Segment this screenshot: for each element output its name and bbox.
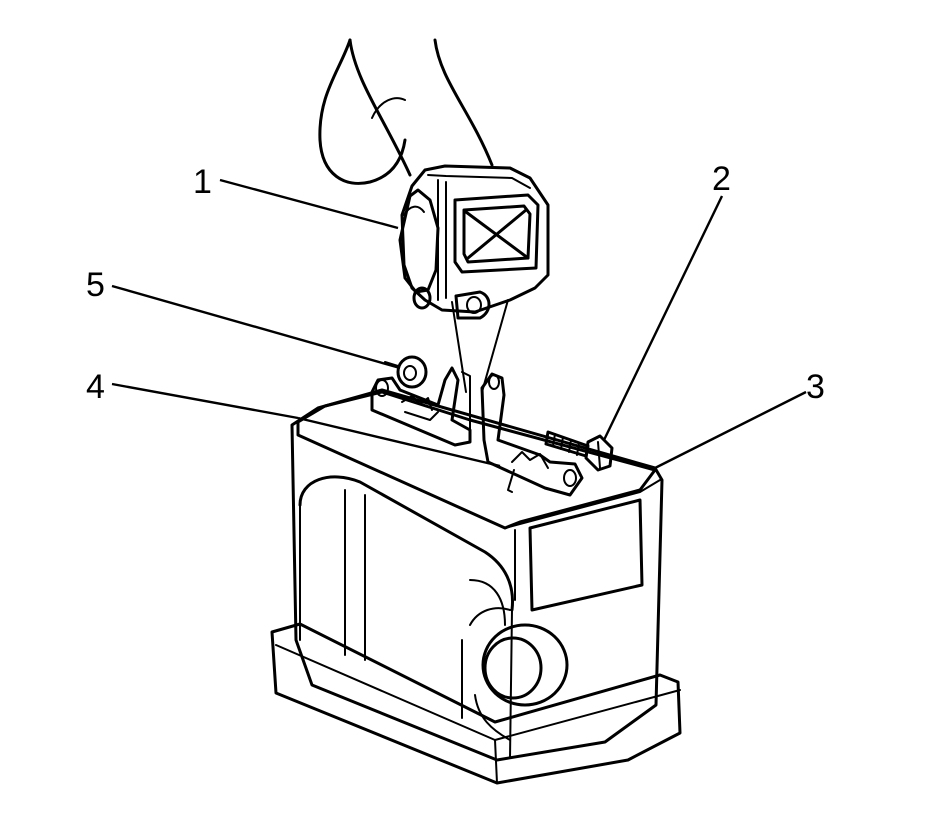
base-plinth: [270, 622, 682, 785]
callout-labels: 1 2 3 4 5: [86, 160, 825, 406]
leader-line-2: [602, 195, 724, 441]
callout-4: 4: [86, 368, 105, 406]
leader-line-4b: [297, 416, 501, 468]
callout-3: 3: [806, 368, 825, 406]
base-knob-inner: [483, 636, 543, 700]
spacer-washer: [384, 355, 428, 389]
leader-line-1: [219, 178, 399, 230]
mounting-bracket: [370, 366, 584, 497]
callout-5: 5: [86, 266, 105, 304]
base-side-panel: [528, 498, 644, 612]
belt-webbing: [318, 38, 494, 185]
seat-belt-buckle: [398, 164, 550, 393]
leader-line-5: [111, 284, 401, 370]
seat-base-block: [270, 388, 682, 785]
leader-lines: [111, 178, 807, 470]
leader-line-4: [111, 382, 299, 420]
callout-1: 1: [193, 163, 212, 201]
base-knob-outer: [481, 623, 569, 707]
bolt: [544, 430, 614, 472]
leader-line-3: [654, 390, 807, 470]
callout-2: 2: [712, 160, 731, 198]
